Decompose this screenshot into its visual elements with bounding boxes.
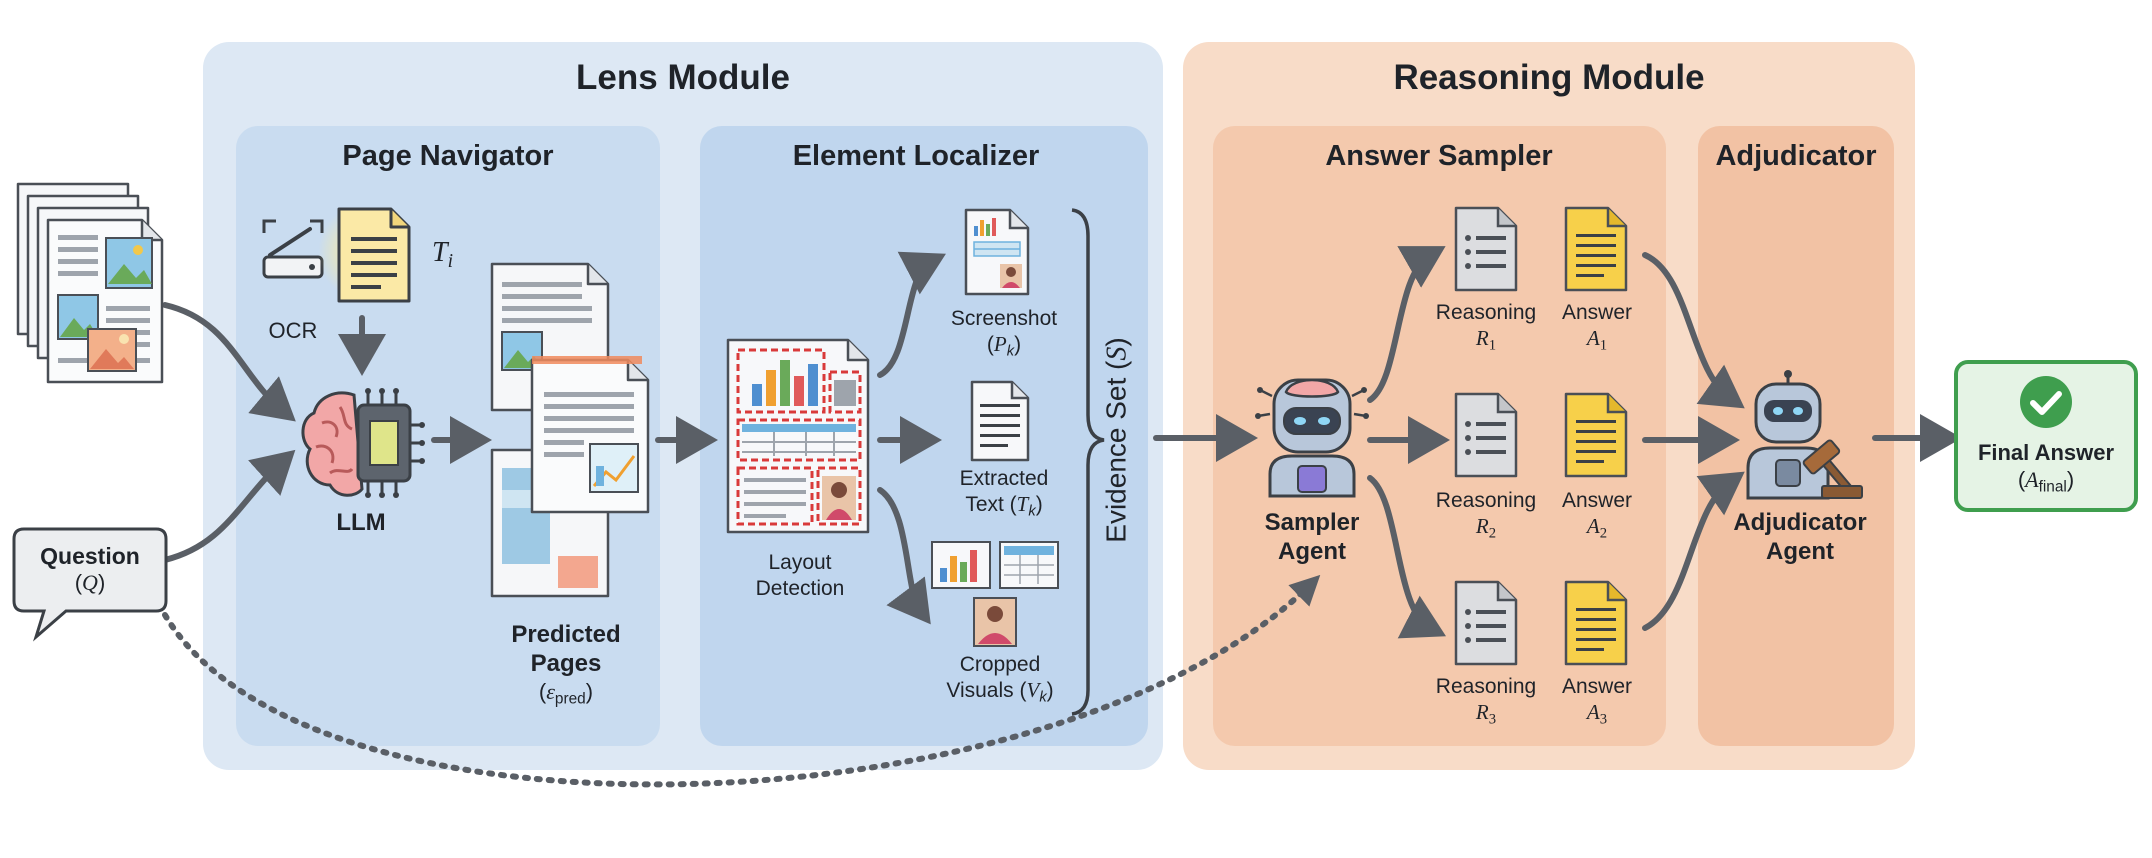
llm-brain-chip-icon (301, 388, 425, 498)
arrow-layout-to-screenshot (877, 251, 946, 378)
page-navigator-title: Page Navigator (342, 140, 554, 172)
arrow-docs-to-llm (162, 302, 296, 422)
element-localizer-title: Element Localizer (792, 140, 1040, 172)
answer-label: Answer A3 (1561, 675, 1633, 728)
ocr-label: OCR (268, 318, 318, 343)
lens-module-title: Lens Module (576, 58, 790, 97)
ocr-text-document-icon (337, 207, 411, 303)
answer-label: Answer A2 (1561, 489, 1633, 542)
predicted-pages-label: Predicted Pages (εpred) (511, 621, 621, 708)
adjudicator-agent-label: Adjudicator Agent (1733, 509, 1867, 566)
evidence-set-label: Evidence Set (S) (1100, 337, 1133, 543)
reasoning-label: Reasoning R2 (1435, 489, 1537, 542)
adjudicator-agent-icon (1746, 370, 1863, 500)
evidence-brace (1071, 208, 1105, 716)
ocr-text-symbol: Ti (432, 237, 454, 272)
arrow-sampler-to-r3 (1367, 475, 1446, 639)
cropped-visuals-label: Cropped Visuals (Vk) (946, 653, 1054, 706)
extracted-text-icon (970, 380, 1030, 462)
adjudicator-title: Adjudicator (1715, 140, 1877, 172)
reasoning-doc-icon (1454, 392, 1518, 478)
sampler-agent-label: Sampler Agent (1264, 509, 1360, 566)
arrow-a1-to-adjudicator (1642, 252, 1745, 409)
layout-detection-label: Layout Detection (755, 551, 845, 600)
answer-doc-icon (1564, 580, 1628, 666)
question-label: Question (Q) (40, 543, 140, 596)
check-circle-icon (2020, 376, 2072, 428)
reasoning-doc-icon (1454, 580, 1518, 666)
reasoning-module-title: Reasoning Module (1393, 58, 1705, 97)
answer-label: Answer A1 (1561, 301, 1633, 354)
image-thumbnail-icon (87, 328, 137, 372)
arrow-question-to-llm (162, 449, 296, 563)
reasoning-label: Reasoning R3 (1435, 675, 1537, 728)
screenshot-label: Screenshot (Pk) (950, 307, 1058, 360)
answer-doc-icon (1564, 392, 1628, 478)
extracted-text-label: Extracted Text (Tk) (959, 467, 1049, 520)
answer-sampler-title: Answer Sampler (1325, 140, 1553, 172)
sampler-agent-icon (1255, 378, 1369, 498)
layout-detection-icon (726, 338, 870, 534)
final-answer-label: Final Answer (Afinal) (1977, 440, 2115, 496)
reasoning-label: Reasoning R1 (1435, 301, 1537, 354)
arrow-a3-to-adjudicator (1642, 471, 1745, 631)
cropped-visuals-icon (931, 541, 1059, 647)
arrow-layout-to-visuals (877, 487, 931, 625)
arrow-question-to-sampler-dotted (162, 574, 1321, 788)
arrow-sampler-to-r1 (1367, 246, 1446, 403)
question-bubble-icon (12, 527, 168, 642)
reasoning-doc-icon (1454, 206, 1518, 292)
predicted-pages-icon (490, 262, 650, 598)
llm-label: LLM (336, 509, 386, 536)
screenshot-icon (964, 208, 1030, 296)
answer-doc-icon (1564, 206, 1628, 292)
